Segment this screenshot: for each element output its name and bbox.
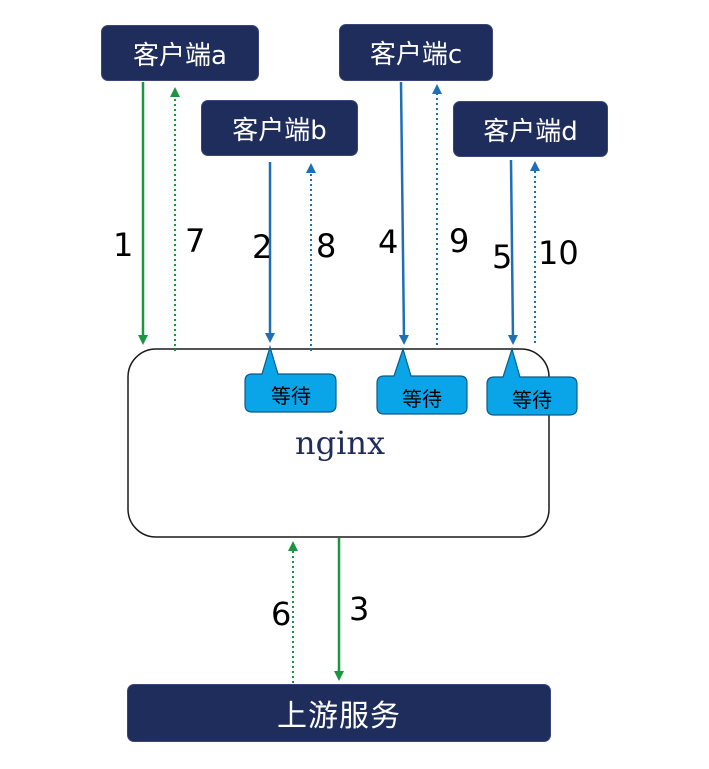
client-a-box: 客户端a xyxy=(101,25,259,81)
upstream-service-box: 上游服务 xyxy=(127,684,551,742)
step-number-9: 9 xyxy=(449,222,470,260)
step-number-10: 10 xyxy=(538,234,579,272)
client-d-label: 客户端d xyxy=(483,116,578,147)
client-b-box: 客户端b xyxy=(201,100,358,156)
step-number-4: 4 xyxy=(378,223,399,261)
wait-label-c: 等待 xyxy=(402,387,442,411)
step-number-8: 8 xyxy=(316,227,337,265)
arrow-step-5 xyxy=(507,159,518,345)
step-number-3: 3 xyxy=(349,590,370,628)
arrow-step-4 xyxy=(398,81,409,345)
wait-label-d: 等待 xyxy=(512,388,552,412)
step-number-5: 5 xyxy=(492,238,513,276)
wait-callout-d xyxy=(486,346,578,416)
step-number-2: 2 xyxy=(252,228,273,266)
client-c-box: 客户端c xyxy=(339,24,493,81)
step-number-1: 1 xyxy=(113,226,134,264)
wait-label-b: 等待 xyxy=(271,384,311,408)
wait-callout-c xyxy=(376,347,468,415)
client-a-label: 客户端a xyxy=(133,40,227,71)
step-number-7: 7 xyxy=(185,222,206,260)
wait-callout-b xyxy=(244,344,337,413)
client-d-box: 客户端d xyxy=(453,101,608,157)
nginx-label: nginx xyxy=(295,424,385,462)
client-c-label: 客户端c xyxy=(369,40,463,70)
upstream-service-label: 上游服务 xyxy=(277,699,401,734)
step-number-6: 6 xyxy=(271,595,292,633)
client-b-label: 客户端b xyxy=(232,115,327,146)
